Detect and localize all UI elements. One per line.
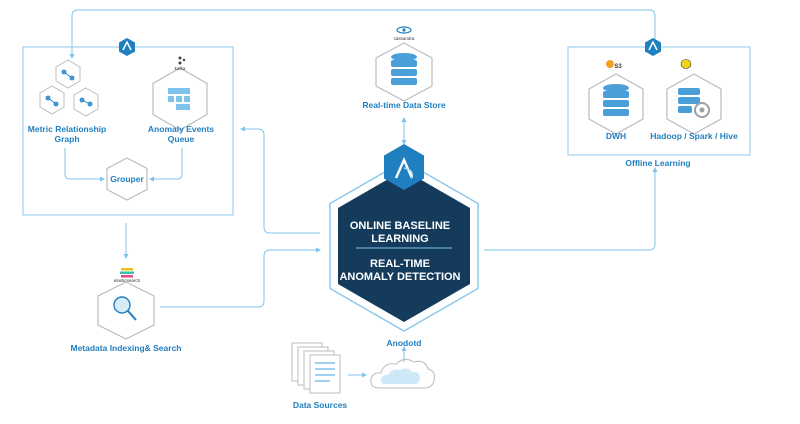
kafka-logo-text: kafka bbox=[174, 66, 186, 71]
metadata-to-center-connector bbox=[160, 247, 321, 308]
data-sources-icon bbox=[291, 342, 341, 394]
dwh-icon bbox=[588, 73, 644, 135]
cloud-icon bbox=[370, 358, 435, 389]
center-to-left-connector bbox=[240, 126, 320, 234]
hadoop-spark-hive-icon bbox=[666, 73, 722, 135]
anodot-main-logo-icon bbox=[384, 144, 424, 190]
elasticsearch-logo-icon bbox=[120, 268, 134, 278]
anodot-badge-right-icon bbox=[645, 38, 661, 56]
metadata-search-icon bbox=[97, 281, 155, 340]
realtime-store-icon bbox=[375, 42, 433, 102]
graph-nodes-icon bbox=[45, 69, 93, 107]
center-title-top: ONLINE BASELINE LEARNING bbox=[349, 220, 451, 245]
kafka-queue-icon bbox=[152, 67, 208, 131]
metric-graph-icon bbox=[39, 59, 99, 117]
center-to-offline-connector bbox=[484, 167, 658, 251]
anodot-badge-left-icon bbox=[119, 38, 135, 56]
queue-to-grouper-connector bbox=[149, 148, 183, 182]
hadoop-logo-icon bbox=[680, 59, 692, 69]
center-title-bottom: REAL-TIME ANOMALY DETECTION bbox=[339, 258, 461, 283]
cassandra-logo-text: cassandra bbox=[393, 36, 415, 41]
label-offline-learning: Offline Learning bbox=[625, 158, 691, 168]
label-anodotd: Anodotd bbox=[386, 338, 422, 348]
cassandra-logo-icon bbox=[396, 26, 412, 34]
kafka-logo-icon bbox=[178, 56, 186, 65]
graph-to-grouper-connector bbox=[64, 148, 105, 182]
label-data-sources: Data Sources bbox=[292, 400, 348, 410]
label-realtime-store: Real-time Data Store bbox=[362, 100, 446, 110]
s3-logo-icon bbox=[606, 60, 614, 68]
label-hadoop: Hadoop / Spark / Hive bbox=[650, 131, 738, 141]
label-dwh: DWH bbox=[605, 131, 627, 141]
label-metadata: Metadata Indexing& Search bbox=[70, 343, 182, 353]
label-anomaly-queue: Anomaly Events Queue bbox=[147, 124, 215, 144]
document-lines-icon bbox=[315, 362, 335, 382]
elasticsearch-logo-text: elasticsearch bbox=[113, 278, 141, 283]
grouper-hex bbox=[106, 157, 148, 201]
top-loop-connector bbox=[69, 9, 656, 59]
label-grouper: Grouper bbox=[110, 174, 144, 184]
label-metric-graph: Metric Relationship Graph bbox=[27, 124, 107, 144]
s3-logo-text: S3 bbox=[614, 64, 622, 70]
center-inner-hex bbox=[338, 170, 470, 322]
